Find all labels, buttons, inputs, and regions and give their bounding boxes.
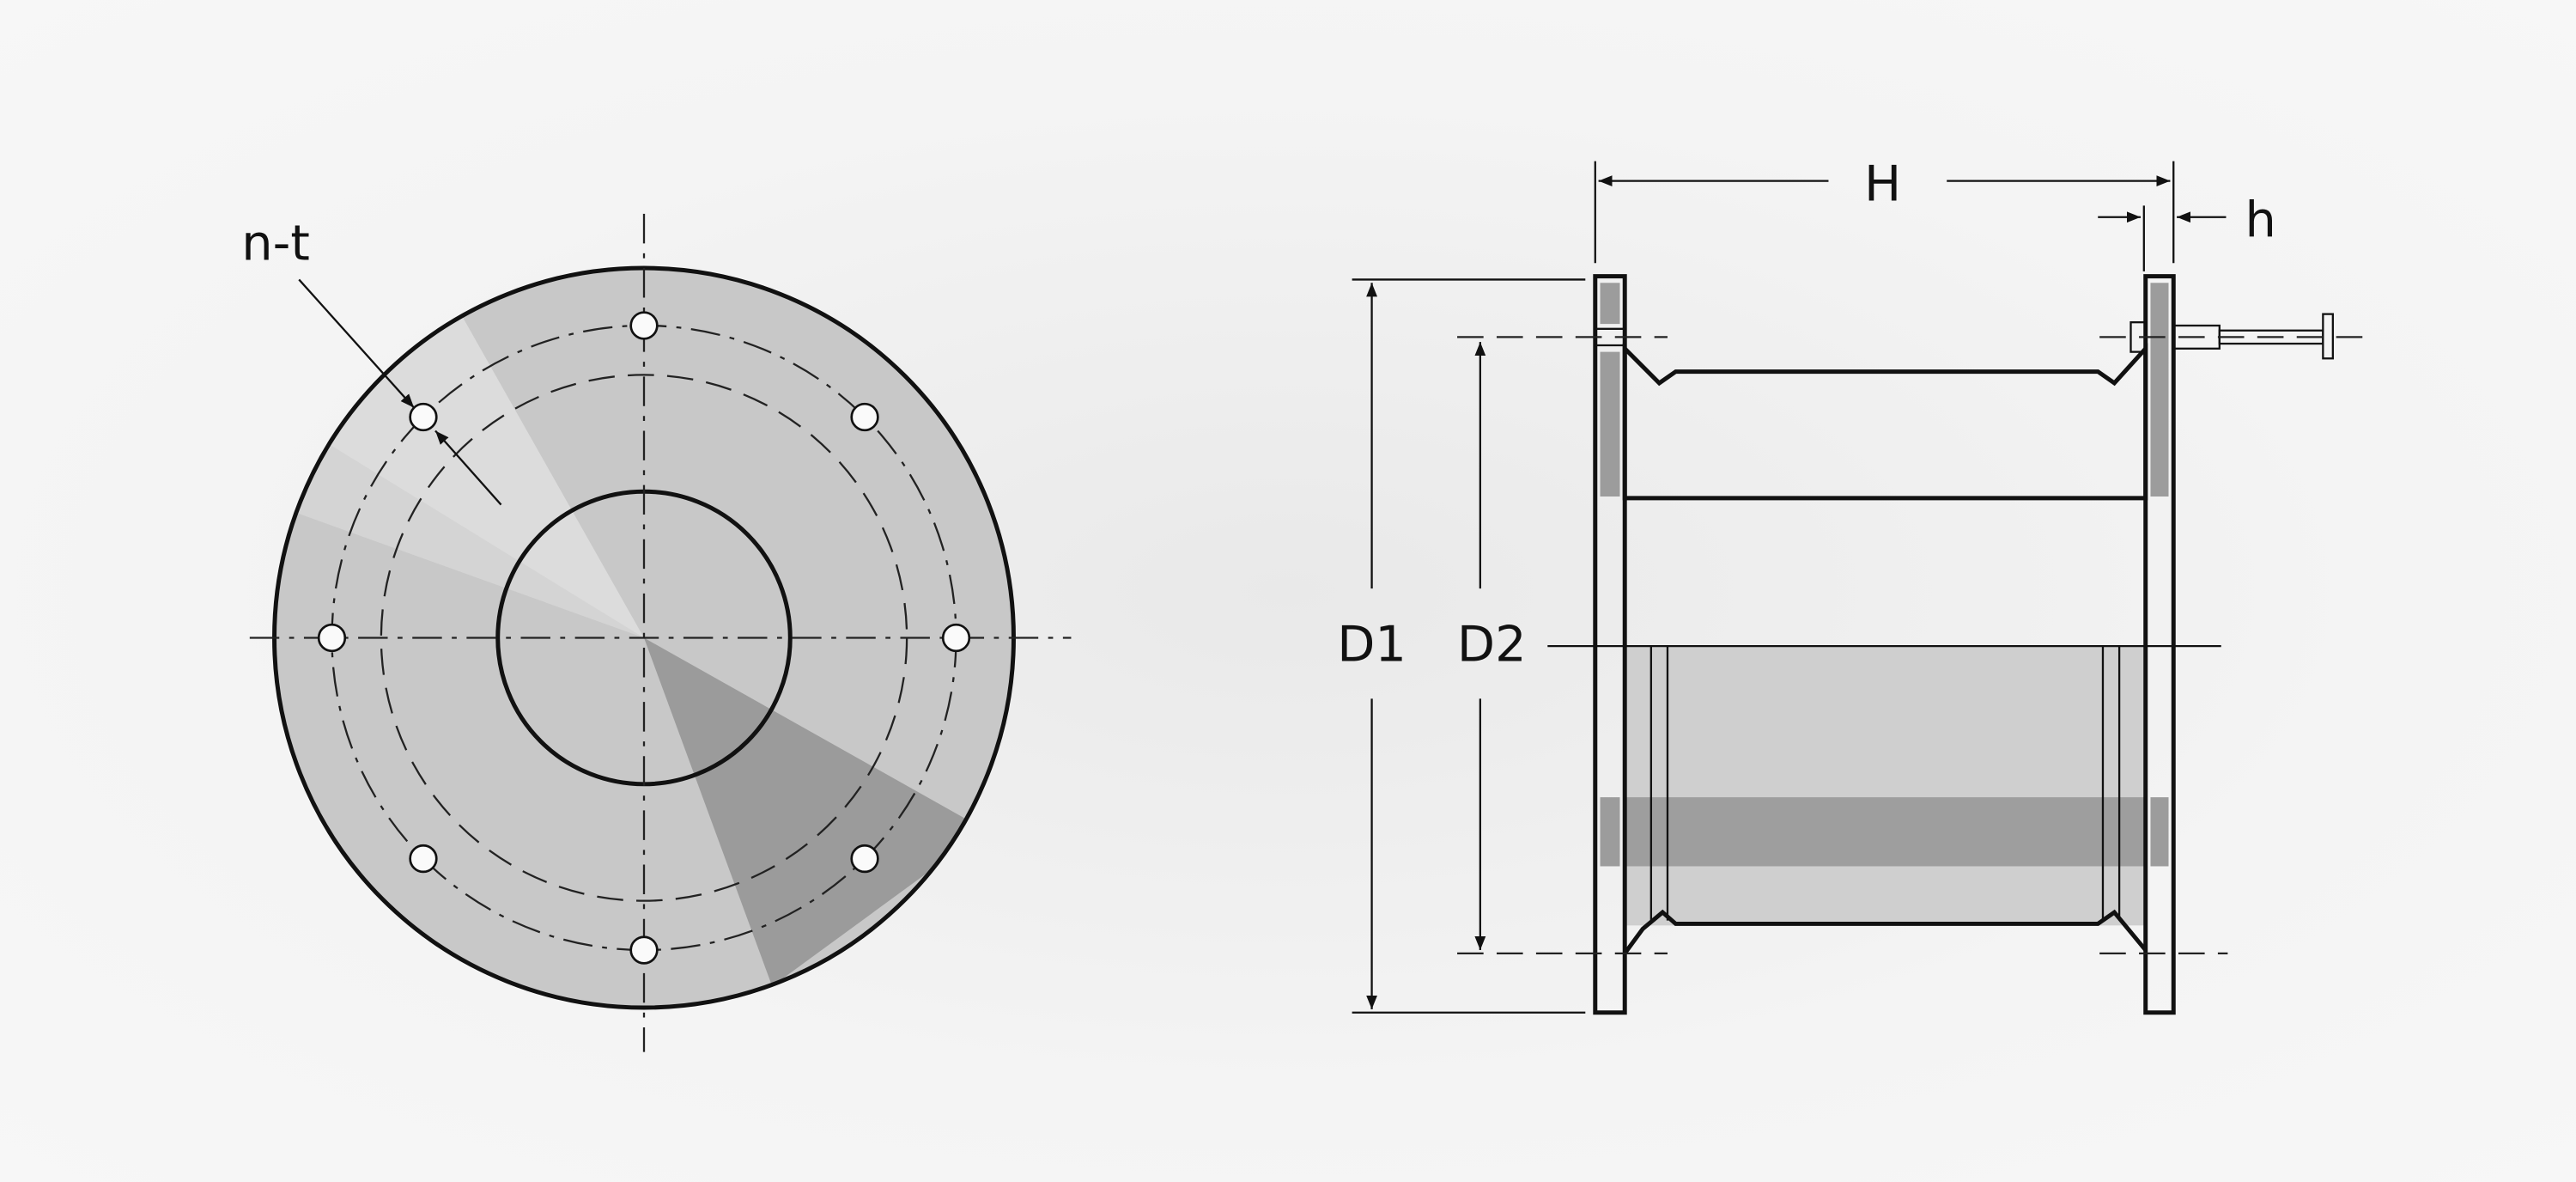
lower-body [1625,646,2146,926]
side-view: H h D1 D2 [1337,155,2374,1015]
bolt-hole [317,623,347,653]
bolt-holes [317,311,971,965]
outer-diameter-label: D1 [1337,615,1406,673]
right-flange [2143,274,2176,1015]
bolt-circle-label: D2 [1457,615,1527,673]
lower-shadow [1625,797,2146,867]
bolt-hole [629,935,659,965]
upper-body [1622,343,2148,501]
bolt-hole [941,623,971,653]
bolt-hole [850,402,879,432]
hole-label: n-t [241,214,310,271]
bolt-hole [409,402,438,432]
bolt-hole [629,311,659,340]
flange-thickness-label: h [2245,192,2275,249]
length-label-h: H [1864,155,1901,213]
hole-leader-2 [434,430,502,506]
bolt-hole [850,844,879,874]
left-flange [1593,274,1627,1015]
front-view: n-t [241,213,1072,1052]
bolt-hole [409,844,438,874]
hole-leader [298,278,415,409]
shadow-sector [644,637,986,987]
